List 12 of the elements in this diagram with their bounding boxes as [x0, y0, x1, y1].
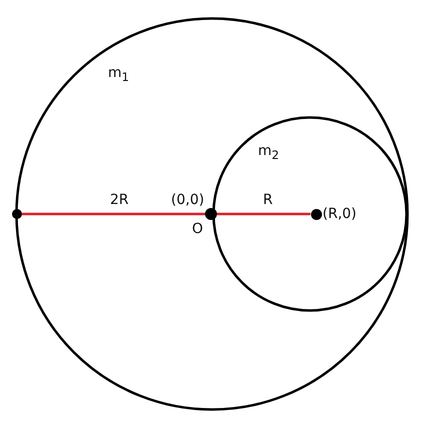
- point-label: (0,0): [171, 193, 204, 207]
- mass-label: m$_{2}$: [258, 144, 280, 162]
- length-label: R: [263, 193, 273, 207]
- line-segment: [22, 212, 205, 216]
- line-segment: [217, 212, 310, 216]
- point-dot: [12, 209, 22, 219]
- point-label: (R,0): [322, 206, 357, 220]
- length-label: 2R: [110, 193, 129, 207]
- point-label: O: [192, 222, 204, 236]
- point-dot: [310, 208, 322, 220]
- mass-label: m$_{1}$: [108, 66, 130, 84]
- point-dot: [205, 208, 217, 220]
